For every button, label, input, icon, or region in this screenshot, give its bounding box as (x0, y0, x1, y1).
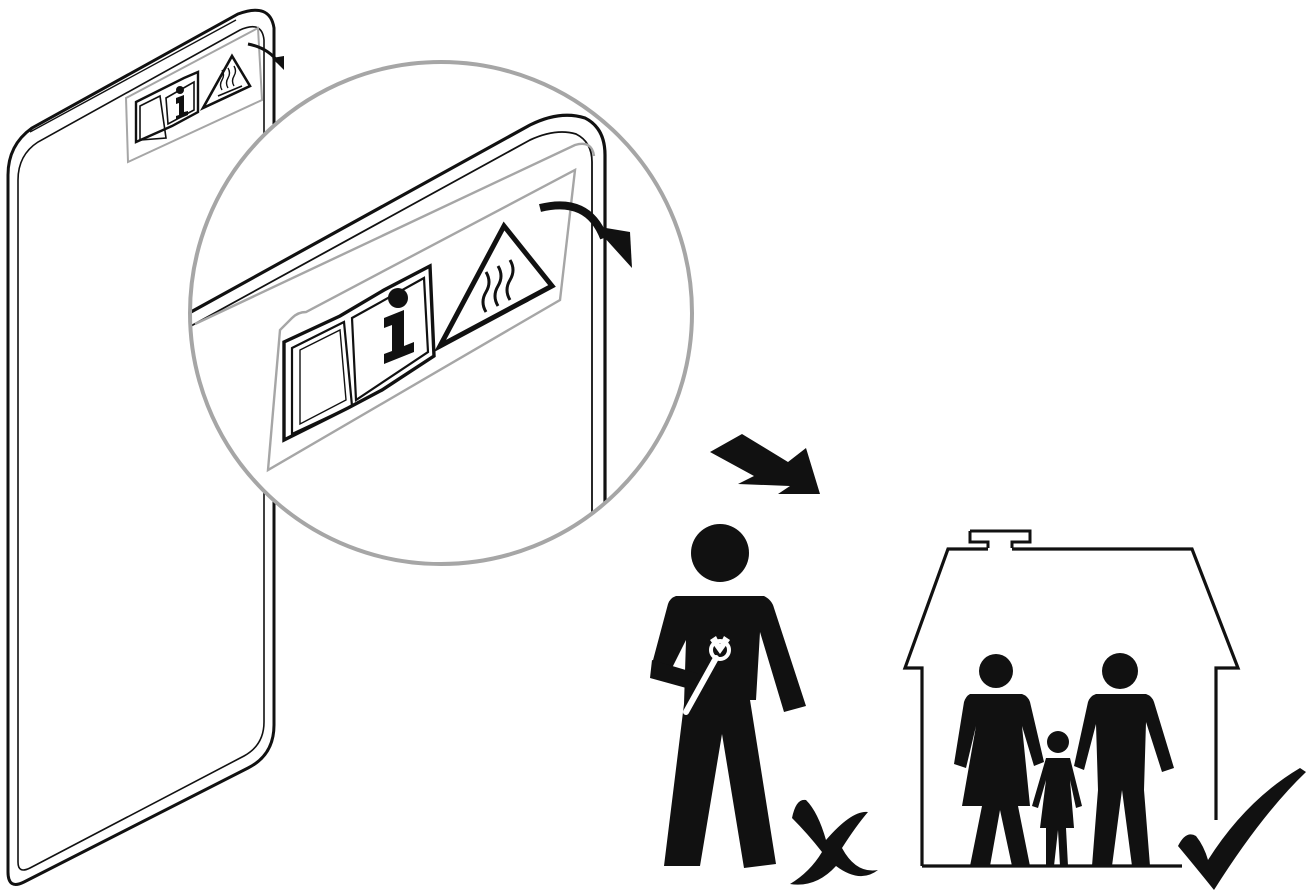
info-manual-icon (282, 263, 436, 443)
mother-figure (954, 654, 1044, 866)
curved-arrow-icon (539, 201, 632, 268)
small-hot-surface-warning-icon (199, 53, 252, 111)
hot-surface-warning-icon (433, 221, 556, 353)
direction-arrow-icon (710, 434, 820, 494)
house-with-family-icon (902, 529, 1241, 868)
installer-with-wrench-icon (650, 524, 806, 868)
panel-warning-label (124, 26, 264, 164)
child-figure (1032, 731, 1082, 866)
father-figure (1074, 653, 1174, 866)
small-info-manual-icon (134, 70, 200, 144)
magnifier-circle-icon (188, 60, 694, 566)
wrench-icon (683, 636, 731, 715)
check-mark-icon (1178, 768, 1306, 890)
cross-mark-icon (790, 799, 878, 885)
small-curved-arrow-icon (247, 42, 284, 70)
